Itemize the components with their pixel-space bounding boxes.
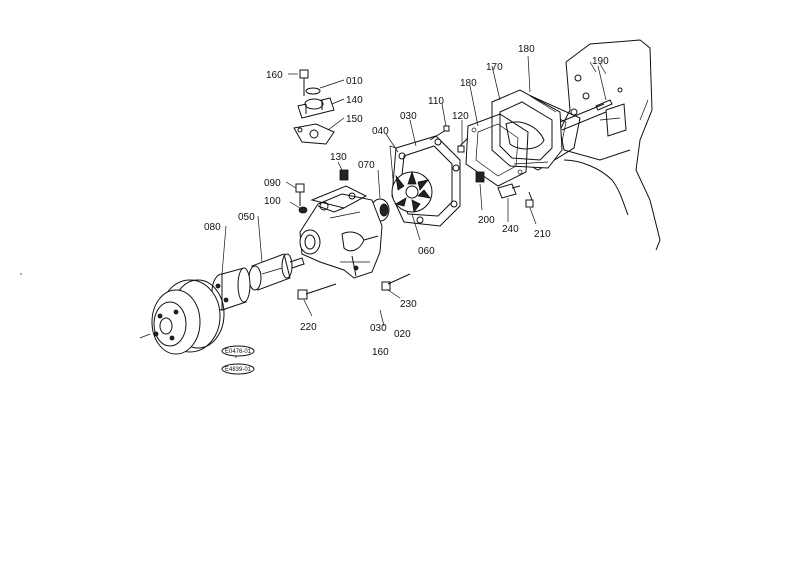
label-150: 150 (346, 114, 363, 125)
label-240: 240 (502, 224, 519, 235)
code-oval-1 (221, 345, 255, 357)
pump-body (299, 185, 383, 279)
label-160-bottom: 160 (372, 347, 389, 358)
gasket-180-left (465, 113, 529, 187)
code-label-2: E4839-01 (225, 367, 252, 373)
washer-010 (305, 87, 321, 95)
label-160-top: 160 (266, 70, 283, 81)
nut-200 (475, 171, 485, 183)
label-090: 090 (264, 178, 281, 189)
bolt-210 (525, 191, 534, 208)
label-070: 070 (358, 160, 375, 171)
code-oval-2 (221, 363, 255, 375)
shaft-bearing (248, 253, 305, 291)
housing-170 (491, 89, 563, 169)
label-180-right: 180 (518, 44, 535, 55)
label-060: 060 (418, 246, 435, 257)
label-220: 220 (300, 322, 317, 333)
gasket-150 (293, 123, 335, 145)
pulley (139, 279, 225, 355)
leader-lines (221, 55, 607, 358)
label-170: 170 (486, 62, 503, 73)
bolt-160-top (299, 69, 309, 96)
label-030-top: 030 (400, 111, 417, 122)
label-230: 230 (400, 299, 417, 310)
label-010: 010 (346, 76, 363, 87)
label-130: 130 (330, 152, 347, 163)
label-100: 100 (264, 196, 281, 207)
impeller (391, 170, 433, 213)
pipe-140 (297, 97, 335, 119)
label-110: 110 (428, 96, 444, 107)
label-140: 140 (346, 95, 363, 106)
label-200: 200 (478, 215, 495, 226)
bolt-120 (457, 137, 469, 153)
label-040: 040 (372, 126, 389, 137)
sensor-240 (497, 183, 521, 199)
label-210: 210 (534, 229, 551, 240)
bolt-110 (429, 125, 450, 141)
label-080: 080 (204, 222, 221, 233)
engine-block-outline (559, 39, 661, 251)
label-190: 190 (592, 56, 609, 67)
label-030-bottom: 030 (370, 323, 387, 334)
nut-130 (339, 169, 349, 181)
label-050: 050 (238, 212, 255, 223)
reference-codes: E0476-01 E4839-01 (221, 345, 255, 375)
studs-190 (559, 99, 613, 131)
label-180-left: 180 (460, 78, 477, 89)
code-label-1: E0476-01 (225, 349, 252, 355)
part-labels: 160 010 140 150 110 120 180 170 180 190 … (204, 44, 609, 358)
bolt-220 (297, 283, 337, 300)
label-020: 020 (394, 329, 411, 340)
label-120: 120 (452, 111, 469, 122)
bolt-090 (295, 183, 305, 206)
bolt-230 (381, 273, 411, 291)
washer-100 (298, 206, 308, 214)
